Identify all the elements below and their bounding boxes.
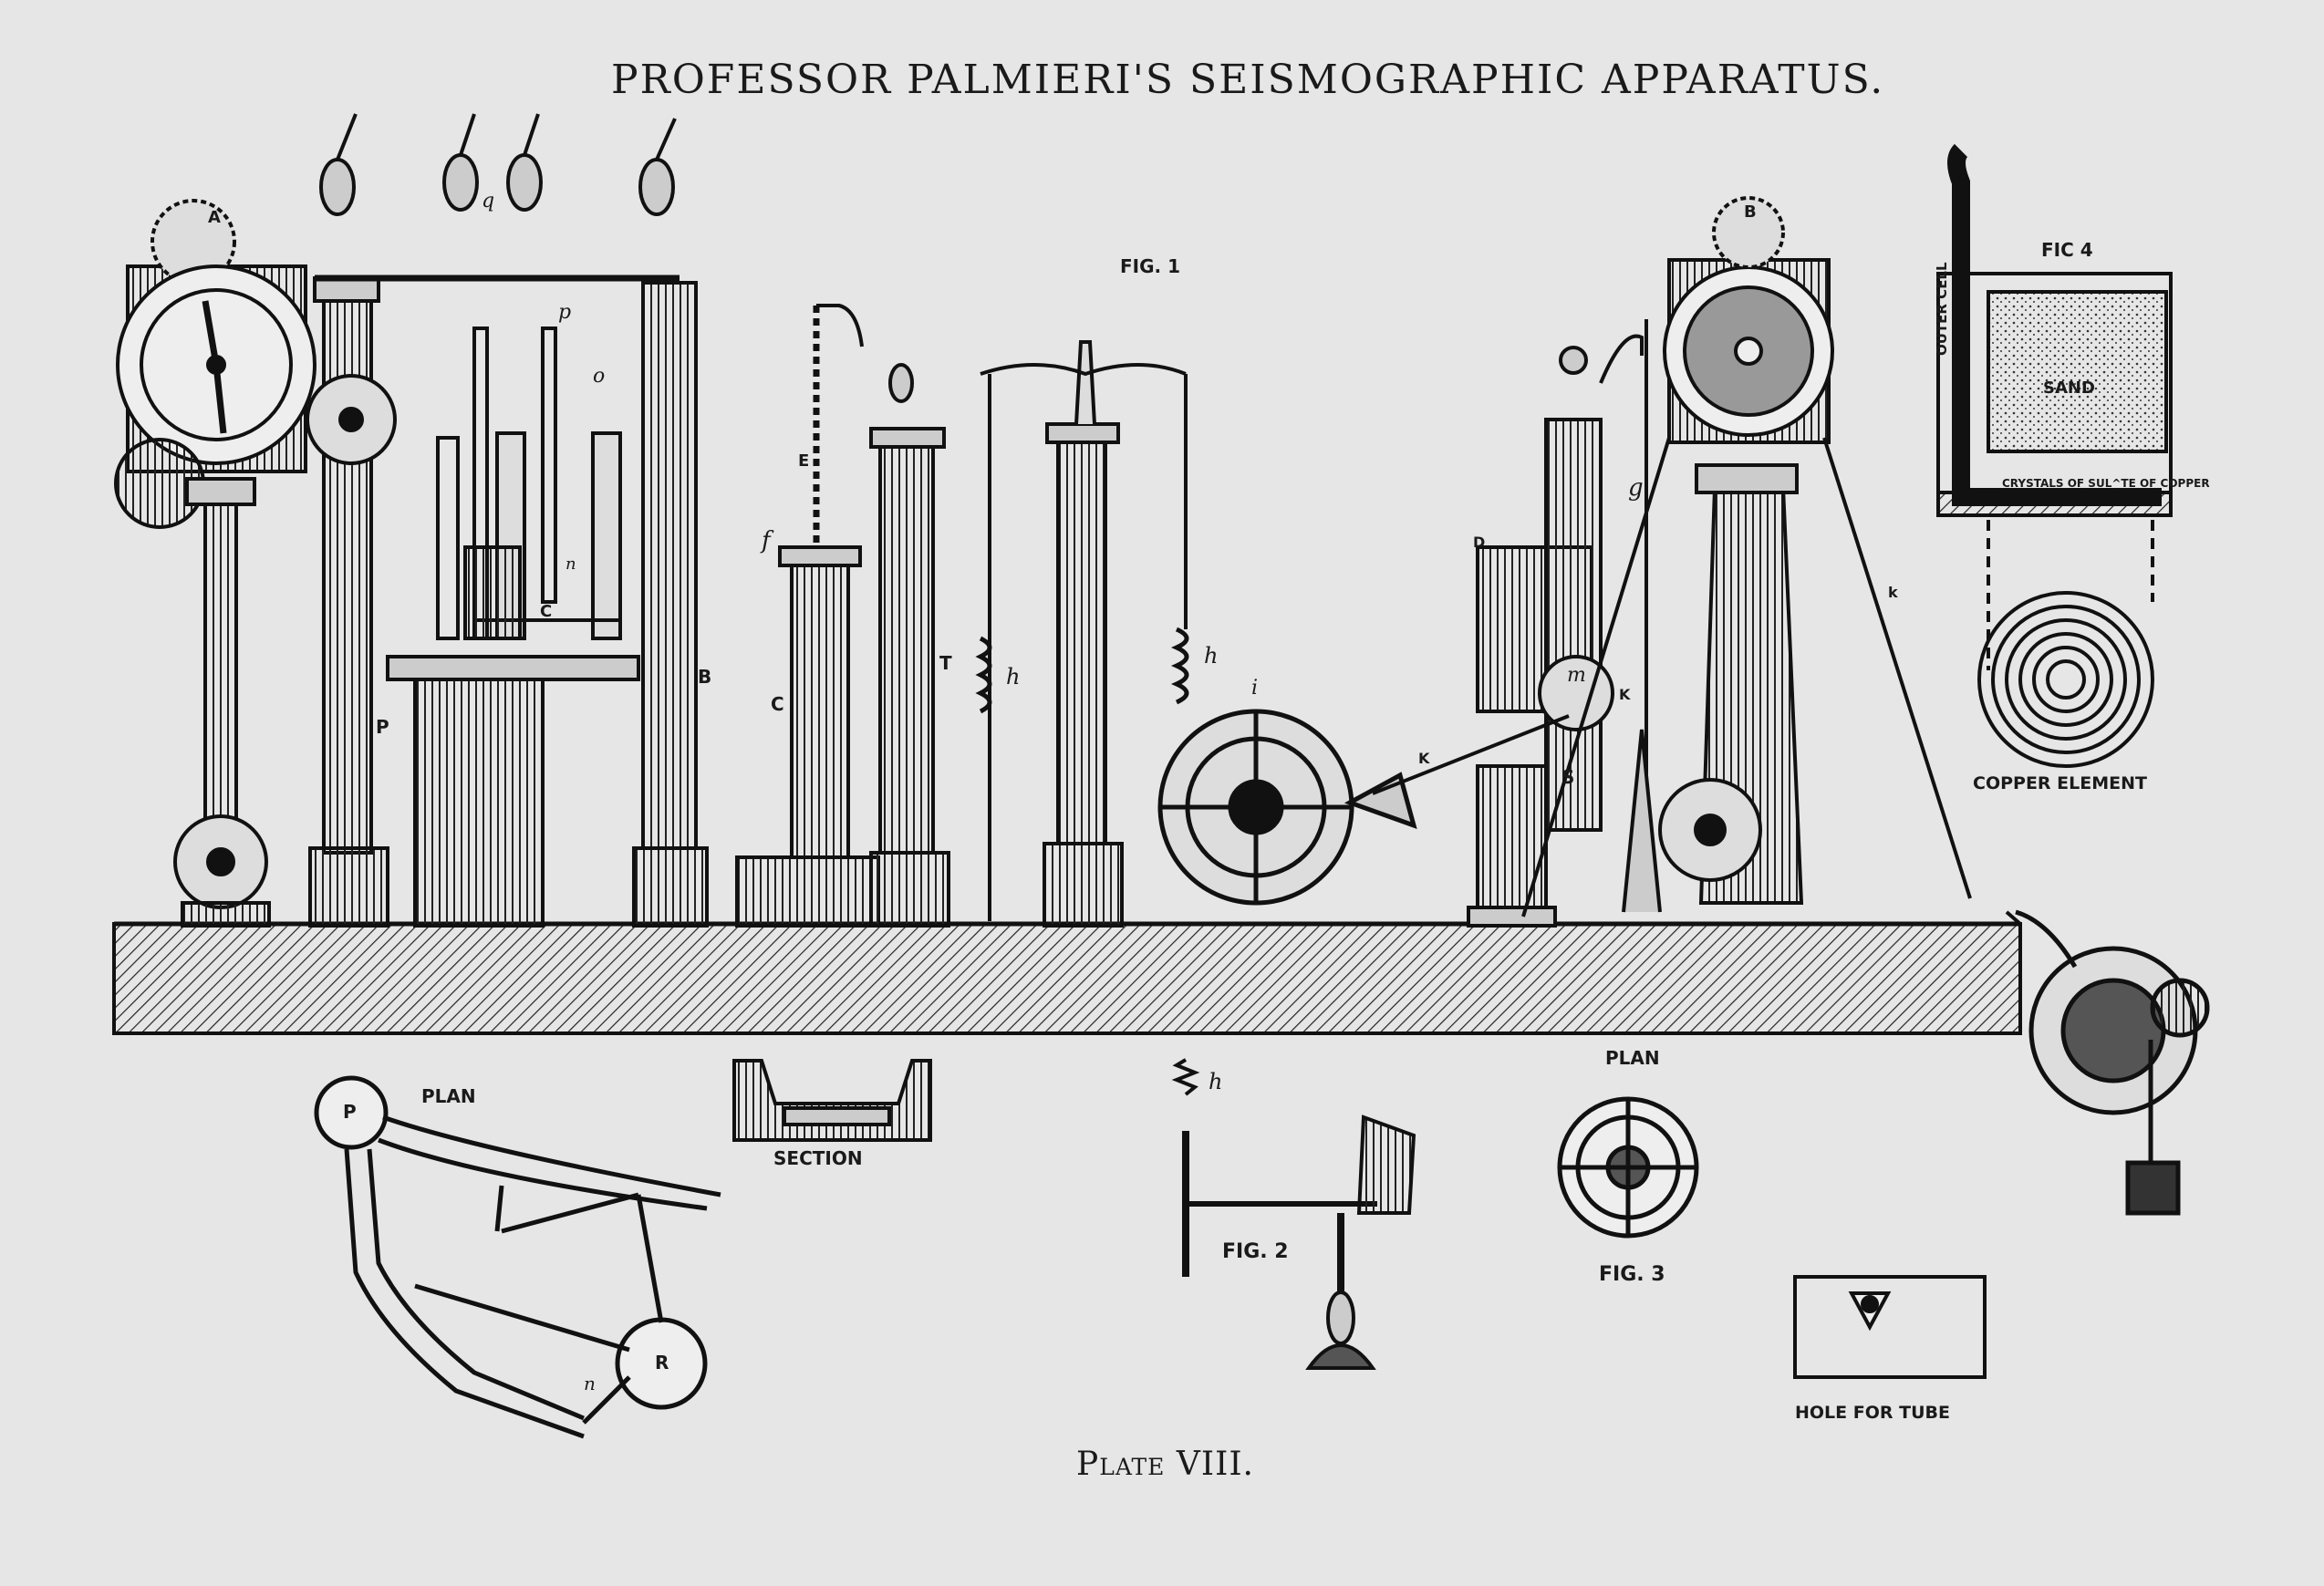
letter-h-fig2: h [1209,1069,1223,1094]
letter-e: E [798,451,810,471]
plan-lever [314,1075,721,1439]
column-t [869,363,950,928]
plan-right-caption: PLAN [1605,1047,1660,1069]
section-trough [732,1059,932,1142]
plate-number: Plate VIII. [1076,1446,1254,1483]
section-caption: SECTION [773,1147,863,1169]
hole-for-tube-caption: HOLE FOR TUBE [1795,1403,1950,1423]
letter-a: A [208,208,221,227]
letter-b-clock: B [1744,202,1757,222]
column-c [735,304,880,928]
letter-c-frame: C [540,602,553,621]
letter-d: D [1473,534,1486,551]
letter-k-right: k [1888,584,1898,601]
letter-c-column: C [771,693,784,715]
letter-o: o [593,365,606,388]
letter-k-left: K [1418,750,1430,767]
letter-t: T [939,652,952,674]
fig2-detector [1171,1058,1416,1370]
letter-h-left: h [1006,664,1021,689]
tube-frame [315,113,709,928]
fig4-cell [1936,143,2173,670]
letter-p: P [376,716,389,738]
plan-letter-p: P [343,1101,357,1123]
recording-wheel-i [1157,709,1417,906]
central-column [975,340,1189,928]
crystals-label: CRYSTALS OF SUL^TE OF COPPER [2002,477,2210,490]
apparatus-d [1467,319,1662,928]
fig4-label: FIC 4 [2041,239,2093,261]
plate-title: PROFESSOR PALMIERI'S SEISMOGRAPHIC APPAR… [611,57,1885,103]
fig1-label: FIG. 1 [1120,255,1180,277]
letter-g: g [1628,474,1644,502]
copper-element-caption: COPPER ELEMENT [1973,773,2147,793]
plan-letter-r: R [655,1352,669,1373]
hole-for-tube-plate [1793,1275,1987,1379]
letter-f: f [762,527,771,555]
letter-m: m [1567,664,1586,687]
fig2-label: FIG. 2 [1222,1240,1289,1263]
fig3-wheel-plan [1557,1096,1699,1239]
letter-q: q [482,190,495,213]
plan-left-caption: PLAN [421,1085,476,1107]
copper-element-spiral [1977,591,2154,768]
fig3-label: FIG. 3 [1599,1263,1665,1286]
letter-p-small: p [558,301,572,324]
clock-a [114,199,316,928]
base-slab [112,910,2022,1035]
plan-letter-n: n [584,1373,596,1394]
letter-s: S [1561,766,1575,788]
clock-b [1372,196,1972,917]
column-p [306,276,397,928]
letter-h-right: h [1204,643,1219,669]
right-drum-weight [2015,909,2210,1216]
letter-b-column: B [698,666,712,688]
sand-label: SAND [2043,378,2095,398]
letter-i: i [1251,677,1259,700]
letter-n: n [565,555,576,574]
letter-k-mid: K [1619,686,1631,703]
outer-cell-label: OUTER CELL [1934,262,1950,356]
